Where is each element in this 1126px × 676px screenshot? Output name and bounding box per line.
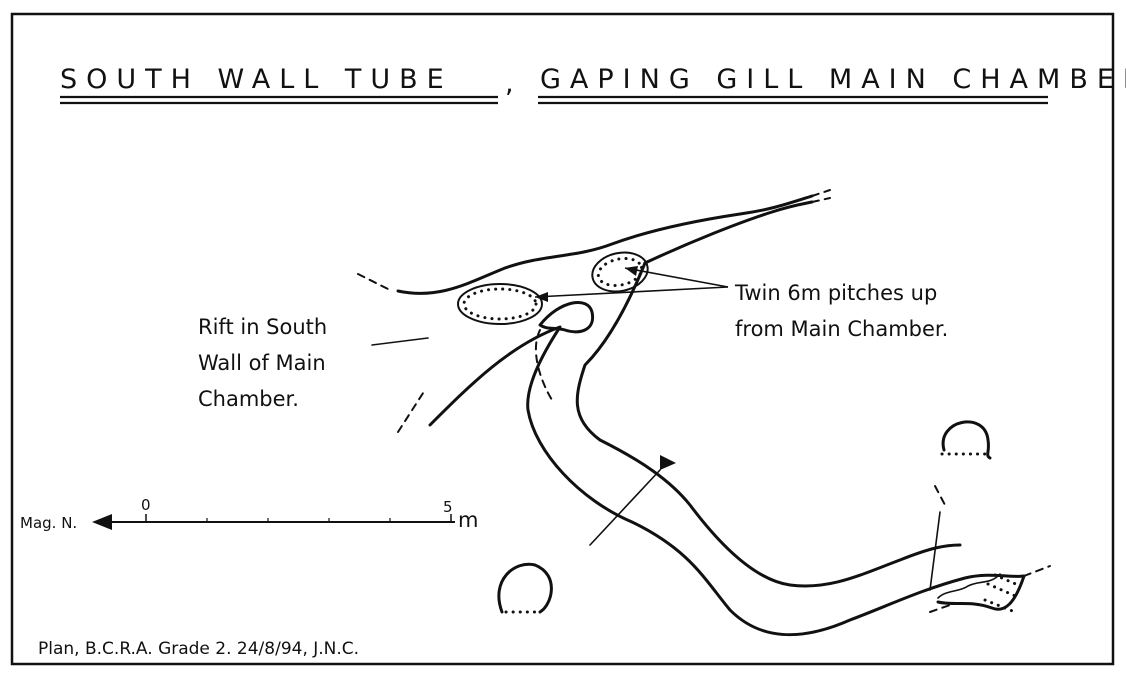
rift-label-line-3: Chamber. [198, 387, 299, 411]
dash-tube-end-1 [811, 189, 831, 197]
scale-bar: Mag. N. 0 5 m [20, 496, 478, 532]
pitch-leaders [534, 266, 729, 302]
pitch-left-dots [462, 287, 538, 321]
title-separator: , [505, 68, 523, 99]
rock-pillar [538, 301, 595, 334]
survey-grade-footer: Plan, B.C.R.A. Grade 2. 24/8/94, J.N.C. [38, 639, 359, 659]
dash-lower-left [397, 389, 426, 433]
passage-end-lower [936, 574, 1026, 611]
title-south-wall-tube: SOUTH WALL TUBE [60, 64, 453, 95]
title-group: SOUTH WALL TUBE , GAPING GILL MAIN CHAMB… [60, 64, 1126, 105]
leader-arrow-right [625, 266, 638, 276]
dash-left-end [357, 273, 391, 291]
dashed-continuations [357, 189, 1051, 613]
pitch-right [591, 251, 649, 293]
title-main-chamber: GAPING GILL MAIN CHAMBER [540, 64, 1126, 95]
rubble-dots-3 [993, 573, 1020, 587]
passage-outline [396, 194, 1026, 637]
leader-arrow-left [535, 292, 548, 302]
rubble-dots-2 [983, 598, 1017, 614]
dash-tube-end-2 [811, 197, 831, 203]
rift-label-line-2: Wall of Main [198, 351, 326, 375]
rubble-dots-1 [986, 582, 1022, 600]
rift-label-line-1: Rift in South [198, 315, 327, 339]
pitches [457, 251, 649, 325]
pitch-right-dots [596, 256, 644, 288]
passage-left-wall [428, 325, 1026, 637]
passage-right-wall [575, 261, 962, 588]
passage-upper-wall [396, 194, 814, 295]
scale-label-zero: 0 [141, 496, 151, 514]
section-line-left [589, 469, 661, 546]
cross-section-right [941, 420, 992, 460]
pitches-label-line-2: from Main Chamber. [735, 317, 948, 341]
section-flag-left [660, 455, 676, 470]
dash-end-right [1023, 565, 1051, 577]
cross-section-left [497, 562, 553, 614]
dash-end-below [929, 604, 951, 613]
leader-to-right-pitch [624, 267, 729, 288]
scale-label-five: 5 [443, 498, 453, 516]
cross-sections [497, 420, 992, 614]
north-label: Mag. N. [20, 514, 77, 532]
drawing-frame [10, 12, 1115, 666]
tube-lower-wall [643, 200, 814, 265]
passage-end-cross-section [929, 511, 941, 591]
dash-right-sweep [934, 485, 946, 506]
dash-pillar-gap [535, 329, 553, 401]
end-rubble [983, 573, 1022, 614]
north-arrowhead [92, 514, 112, 530]
pitch-left [457, 283, 543, 325]
scale-label-unit: m [458, 508, 478, 532]
pitches-label-line-1: Twin 6m pitches up [734, 281, 937, 305]
passage-end-step [937, 573, 1001, 599]
labels: Rift in South Wall of Main Chamber. Twin… [198, 281, 948, 411]
rift-wall-fragment [371, 337, 429, 346]
leader-to-left-pitch [534, 286, 729, 298]
